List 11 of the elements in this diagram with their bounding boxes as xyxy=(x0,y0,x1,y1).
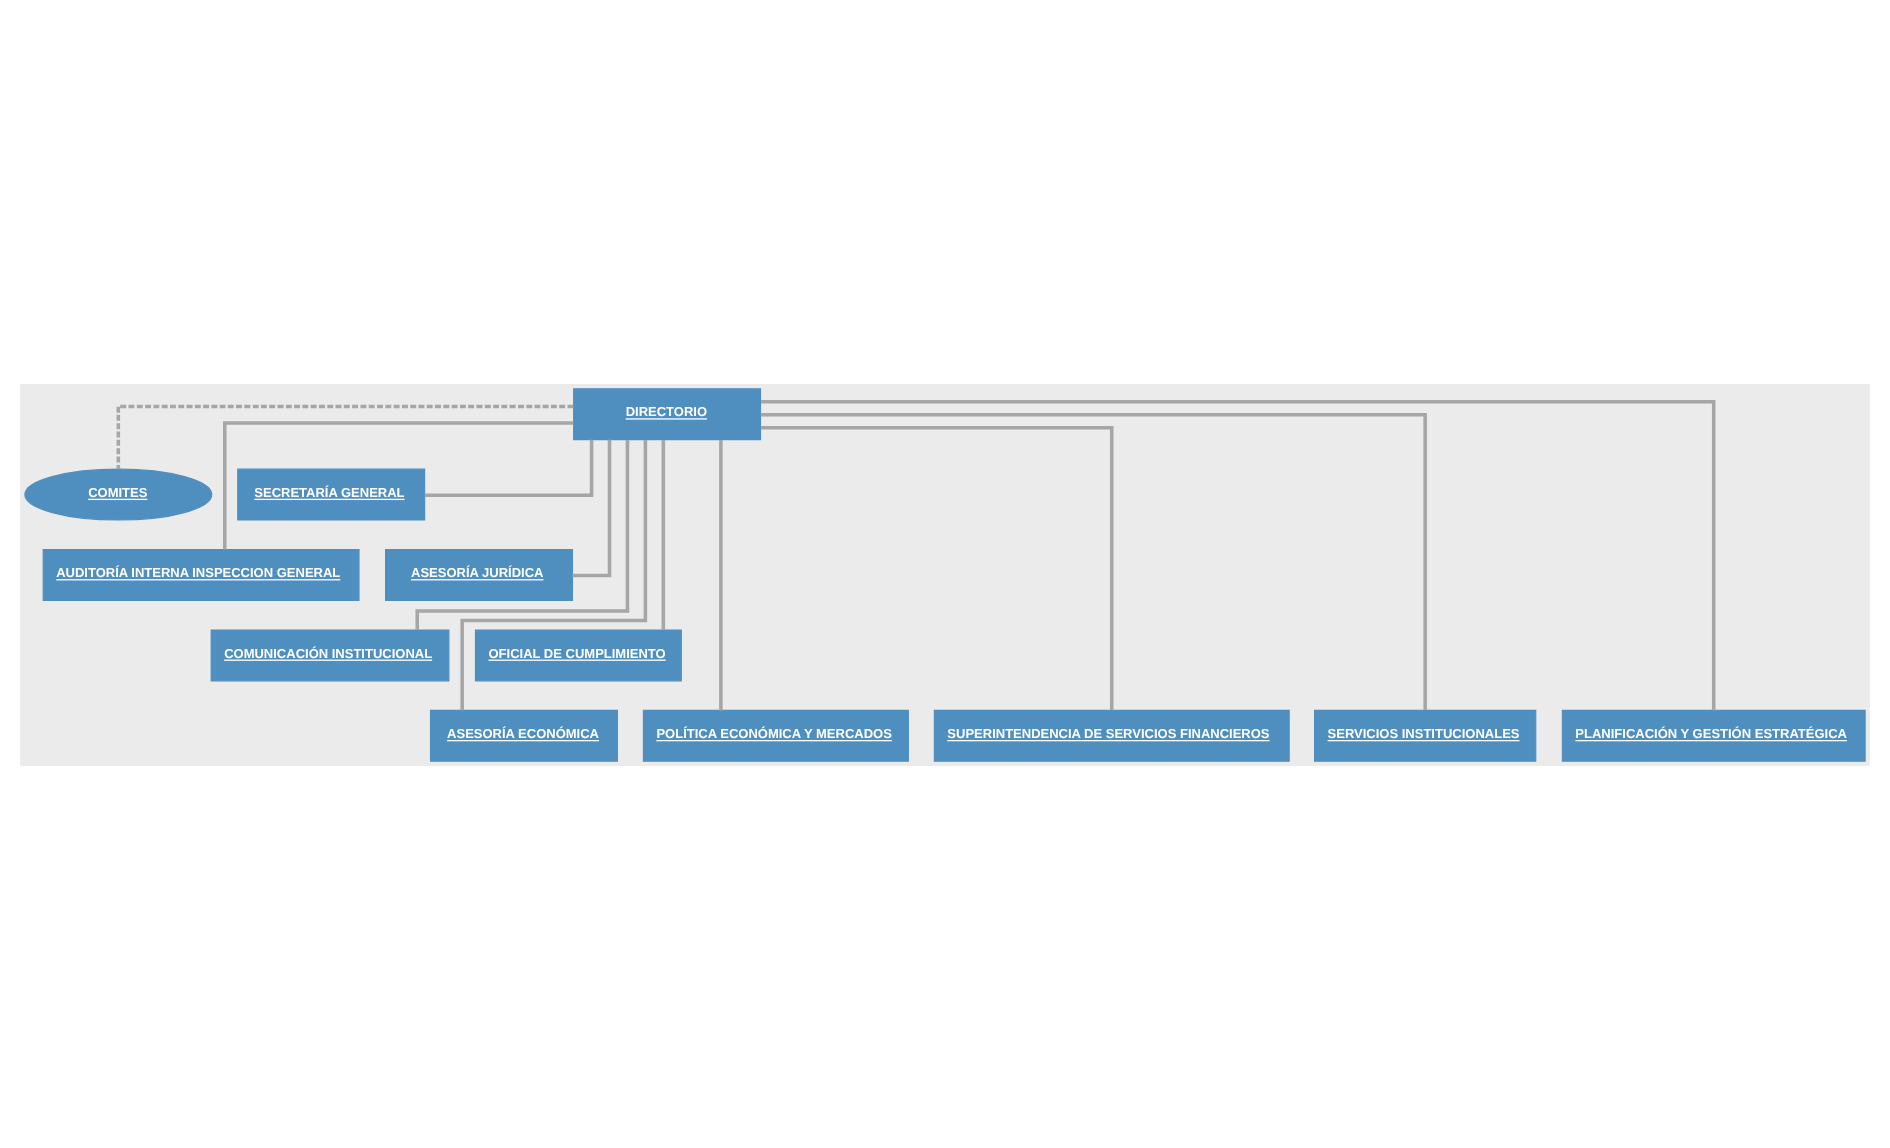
connector xyxy=(572,438,612,577)
connector xyxy=(460,438,648,710)
connector xyxy=(223,420,574,549)
connector xyxy=(760,398,1716,710)
connector xyxy=(719,438,723,710)
connector xyxy=(661,439,666,629)
connector xyxy=(760,425,1114,710)
connector xyxy=(415,438,630,629)
connector xyxy=(424,438,594,496)
connector xyxy=(760,411,1427,710)
connector xyxy=(116,403,574,469)
